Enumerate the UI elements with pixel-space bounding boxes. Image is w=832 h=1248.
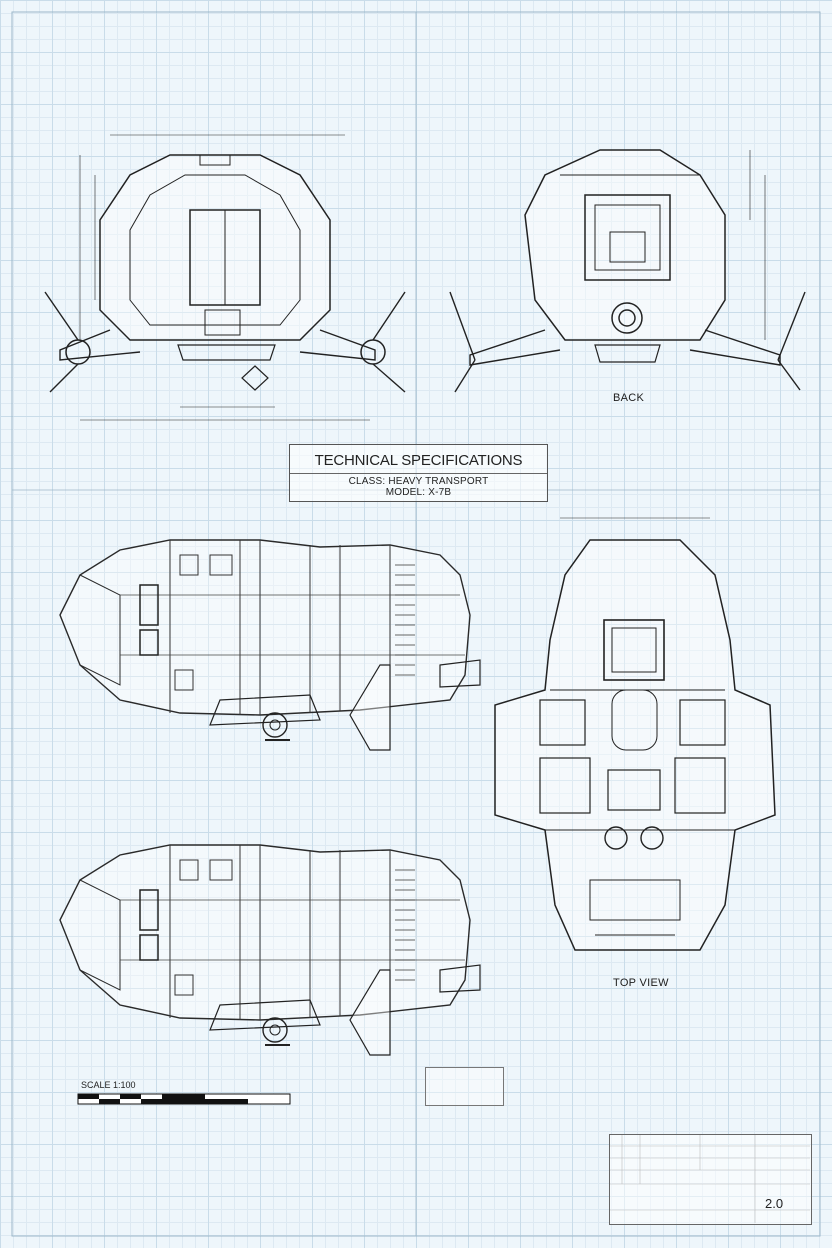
spec-divider	[290, 473, 547, 474]
spec-model: MODEL: X-7B	[385, 487, 452, 498]
scale-bar	[77, 1093, 291, 1105]
side-view-upper	[59, 539, 481, 751]
back-view	[449, 149, 806, 393]
spec-class: CLASS: HEAVY TRANSPORT	[348, 476, 489, 487]
side-view-lower	[59, 844, 481, 1056]
specifications-box: TECHNICAL SPECIFICATIONS CLASS: HEAVY TR…	[289, 444, 548, 502]
top-view-label: TOP VIEW	[613, 977, 669, 989]
top-view-drawing	[494, 517, 776, 951]
back-view-label: BACK	[613, 392, 645, 404]
note-box	[425, 1067, 504, 1106]
specifications-title: TECHNICAL SPECIFICATIONS	[314, 452, 523, 469]
scale-label: SCALE 1:100	[81, 1080, 136, 1090]
sheet-number: 2.0	[765, 1196, 784, 1211]
front-view	[44, 134, 406, 421]
title-block	[609, 1134, 812, 1225]
